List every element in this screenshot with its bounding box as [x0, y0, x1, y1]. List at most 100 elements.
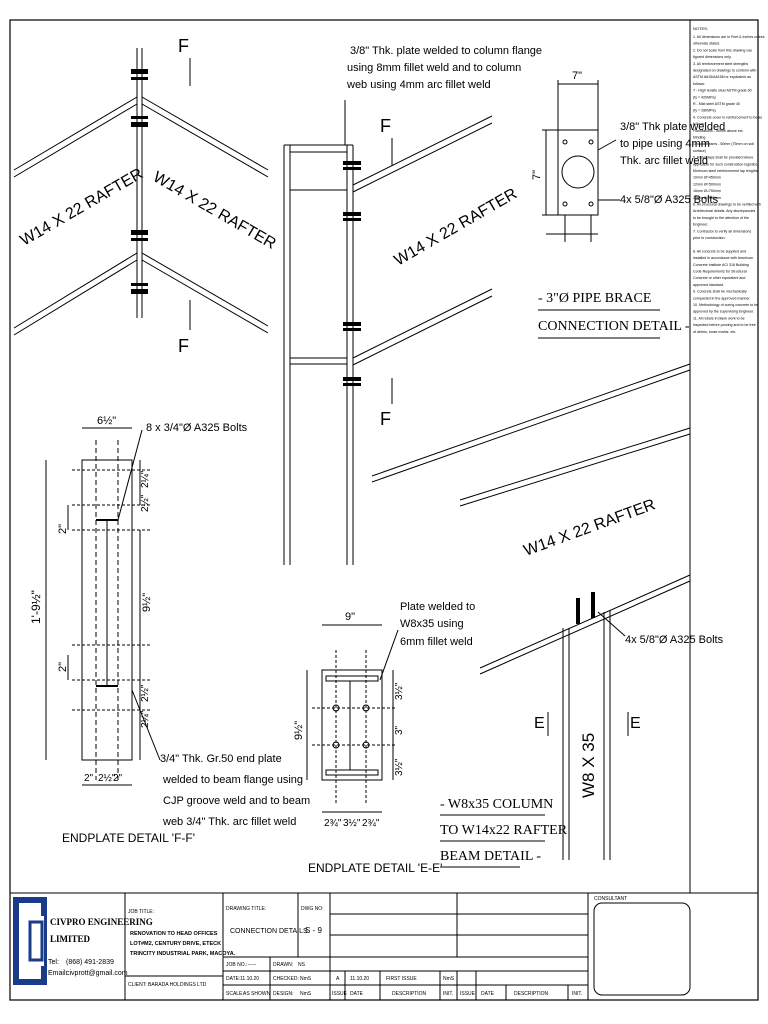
ee-plate-note-1: Plate welded to — [400, 601, 475, 613]
job-title-2: LOT#M2, CENTURY DRIVE, ETECK — [130, 941, 221, 947]
checked-label: CHECKED: — [273, 976, 299, 982]
notes-heading: NOTES: — [693, 26, 708, 31]
ee-title: ENDPLATE DETAIL 'E-E' — [308, 861, 442, 875]
note-line: T - High tensile steel ASTM grade 60 — [693, 89, 752, 93]
note-line: blinding — [693, 136, 705, 140]
section-mark-f1: F — [178, 36, 189, 56]
ee-dim-b3: 2¾" — [362, 818, 380, 829]
note-line: 5. Rebar laps shall be provided where — [693, 156, 753, 160]
rafter-label-right: W14 X 22 RAFTER — [150, 169, 279, 253]
note-line: 2. Do not scale from this drawing use — [693, 48, 752, 52]
column-title-3: BEAM DETAIL - — [440, 849, 541, 864]
ee-dim-width: 9" — [345, 611, 355, 623]
note-line: 9. Concrete shall be mechanically — [693, 290, 747, 294]
note-line: otherwise stated. — [693, 42, 720, 46]
ee-dim-height: 9½" — [293, 721, 305, 740]
email-label: Email: — [48, 970, 68, 977]
ff-title: ENDPLATE DETAIL 'F-F' — [62, 831, 195, 845]
hdr-date-1: DATE — [350, 991, 364, 997]
checked-value: NmS — [300, 976, 312, 982]
scale-label: SCALE: — [226, 991, 244, 997]
ff-dim-width: 6½" — [97, 415, 116, 427]
brace-line-2 — [371, 369, 691, 483]
plate-weld-note-2: using 8mm fillet weld and to column — [347, 62, 521, 74]
ee-gridlines — [312, 650, 395, 805]
ff-plate-note-2: welded to beam flange using — [162, 774, 303, 786]
ff-dim-b1: 2" — [84, 773, 94, 784]
pipe-brace-detail: 7" 7" 3/8" Thk plate welded to pipe usin… — [531, 70, 725, 339]
column-title-1: - W8x35 COLUMN — [440, 797, 553, 812]
date-value: 11.10.20 — [240, 976, 259, 982]
note-line: 1. All dimensions are in Feet & Inches u… — [693, 35, 765, 39]
title-block: CIVPRO ENGINEERING LIMITED Tel: (868) 49… — [10, 892, 758, 1000]
column-label: W8 X 35 — [579, 733, 598, 798]
endplate-ee-detail: 9" 9½" 3½" 3" 3½" 2¾" 3½" 2¾" Plate weld… — [293, 601, 475, 875]
pipe-bolts-note: 4x 5/8"Ø A325 Bolts — [620, 194, 719, 206]
note-line: inspected before pouring and to be free — [693, 323, 756, 327]
drawn-value: NS — [298, 962, 306, 968]
note-line: (fy = 420MPa) — [693, 95, 716, 99]
rev-init: NmS — [443, 976, 455, 982]
note-line: follows: — [693, 122, 705, 126]
drawing-title-label: DRAWING TITLE: — [226, 906, 266, 912]
section-mark-e1: E — [534, 715, 545, 732]
note-line: Ground Beams - 50mm (75mm on soil — [693, 142, 754, 146]
company-logo — [13, 897, 47, 985]
ff-dim-b2: 2½" — [98, 773, 116, 784]
eave-bolts — [343, 161, 361, 386]
rev-desc: FIRST ISSUE — [386, 976, 417, 982]
ff-dim-b3: 2" — [113, 773, 123, 784]
hdr-date-2: DATE — [481, 991, 495, 997]
section-mark-f2: F — [178, 336, 189, 356]
ee-dim-r1: 3½" — [394, 682, 405, 700]
ee-dim-r3: 3½" — [394, 758, 405, 776]
note-line: Code Requirements for Structural — [693, 270, 747, 274]
rev-date: 11.10.20 — [350, 976, 369, 982]
plate-weld-note-3: web using 4mm arc fillet weld — [346, 79, 491, 91]
dwg-no-value: S - 9 — [305, 926, 322, 935]
consultant-label: CONSULTANT — [594, 896, 627, 902]
general-notes: NOTES: 1. All dimensions are in Feet & I… — [693, 26, 765, 334]
job-title-label: JOB TITLE: — [128, 909, 154, 915]
note-line: (fy = 280MPa) — [693, 109, 716, 113]
ee-plate-note-3: 6mm fillet weld — [400, 636, 473, 648]
pipe-plate-note-2: to pipe using 4mm — [620, 138, 710, 150]
ff-dim-total: 1'-9½" — [29, 590, 43, 624]
note-line: ASTM A615/A615M or equivalent as — [693, 75, 751, 79]
ff-dim-2b: 2" — [57, 662, 69, 672]
note-line: 10mm Ø=450mm — [693, 176, 721, 180]
note-line: 10. Methodology of curing concrete to be — [693, 303, 758, 307]
hdr-issue-1: ISSUE — [332, 991, 348, 997]
column-bolts-note: 4x 5/8"Ø A325 Bolts — [625, 634, 724, 646]
section-mark-e2: E — [630, 715, 641, 732]
column-bolts — [576, 592, 595, 624]
pipe-dim-height: 7" — [531, 170, 543, 180]
rafter-label-left: W14 X 22 RAFTER — [18, 165, 147, 249]
sheet-border — [9, 19, 759, 1001]
company-name-2: LIMITED — [50, 934, 91, 944]
hdr-desc-2: DESCRIPTION — [514, 991, 549, 997]
note-line: Minimum steel reinforcement lap lengths: — [693, 169, 759, 173]
ff-dim-r1: 2¼" — [139, 470, 151, 488]
hdr-init-1: INIT. — [443, 991, 453, 997]
job-title-1: RENOVATION TO HEAD OFFICES — [130, 931, 218, 937]
note-line: Engineer. — [693, 223, 708, 227]
hdr-issue-2: ISSUE — [460, 991, 476, 997]
note-line: 16mm Ø=750mm — [693, 189, 721, 193]
note-line: Architectural details. Any discrepancies — [693, 209, 756, 213]
ee-dim-b1: 2¾" — [324, 818, 342, 829]
rev-issue: A — [336, 976, 340, 982]
note-line: 11. All rebars in blank work to be — [693, 316, 745, 320]
hdr-desc-1: DESCRIPTION — [392, 991, 427, 997]
section-mark-f4: F — [380, 409, 391, 429]
company-name-1: CIVPRO ENGINEERING — [50, 917, 153, 927]
design-value: NmS — [300, 991, 312, 997]
note-line: of debris, loose mortar, etc. — [693, 330, 736, 334]
brace-line-1 — [371, 363, 691, 477]
ee-plate-note-2: W8x35 using — [400, 618, 464, 630]
job-no-label: JOB NO.: — [226, 962, 247, 968]
hdr-init-2: INIT. — [572, 991, 582, 997]
note-line: approved standard. — [693, 283, 724, 287]
pipe-title-2: CONNECTION DETAIL - — [538, 319, 690, 334]
